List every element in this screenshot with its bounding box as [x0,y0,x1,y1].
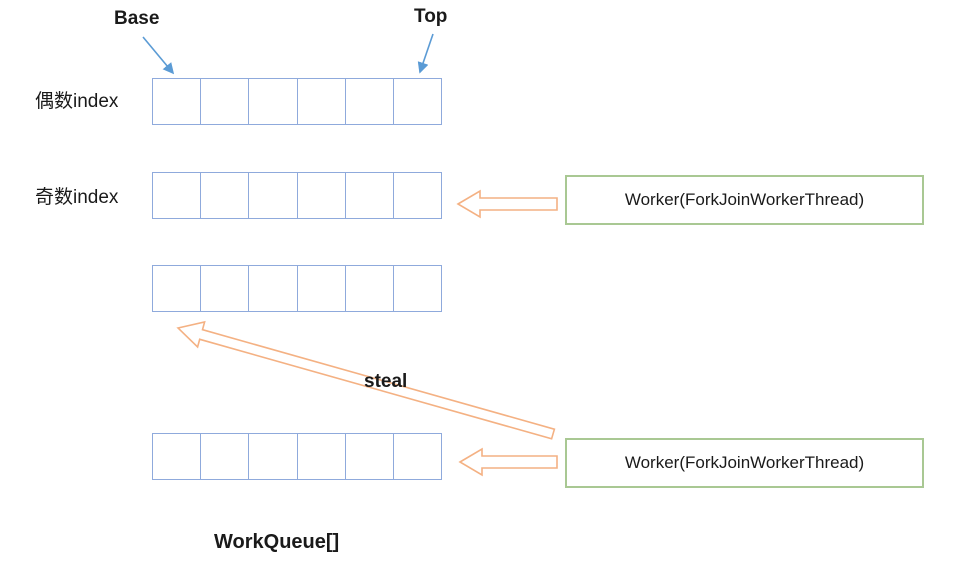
top-label: Top [414,6,448,27]
queue-cell [298,266,346,311]
queue-cell [298,79,346,124]
worker1-push-arrow [456,189,558,219]
queue-cell [153,266,202,311]
queue-cell [298,434,346,479]
queue-cell [346,79,394,124]
queue-cell [394,434,441,479]
queue-fourth [152,433,442,480]
base-pointer-arrow [142,36,175,75]
queue-cell [249,173,298,218]
queue-cell [153,173,202,218]
base-label: Base [114,8,160,29]
worker-box-1: Worker(ForkJoinWorkerThread) [565,175,924,225]
queue-cell [201,79,250,124]
queue-third [152,265,442,312]
worker2-push-arrow [458,447,558,477]
worker-box-2-label: Worker(ForkJoinWorkerThread) [624,453,865,472]
queue-cell [298,173,346,218]
queue-cell [249,79,298,124]
odd-index-label: 奇数index [35,187,119,208]
workqueue-array-label: WorkQueue[] [214,531,340,553]
queue-cell [394,173,441,218]
queue-cell [394,266,441,311]
queue-cell [346,266,394,311]
queue-cell [346,173,394,218]
queue-cell [249,266,298,311]
queue-even-index [152,78,442,125]
top-pointer-arrow [417,33,434,74]
steal-label: steal [364,371,408,392]
worker-box-1-label: Worker(ForkJoinWorkerThread) [624,190,865,209]
queue-cell [201,173,250,218]
queue-cell [153,434,202,479]
queue-cell [153,79,202,124]
queue-cell [249,434,298,479]
worker-box-2: Worker(ForkJoinWorkerThread) [565,438,924,488]
queue-cell [346,434,394,479]
queue-cell [394,79,441,124]
even-index-label: 偶数index [35,91,119,112]
queue-cell [201,266,250,311]
queue-odd-index [152,172,442,219]
queue-cell [201,434,250,479]
